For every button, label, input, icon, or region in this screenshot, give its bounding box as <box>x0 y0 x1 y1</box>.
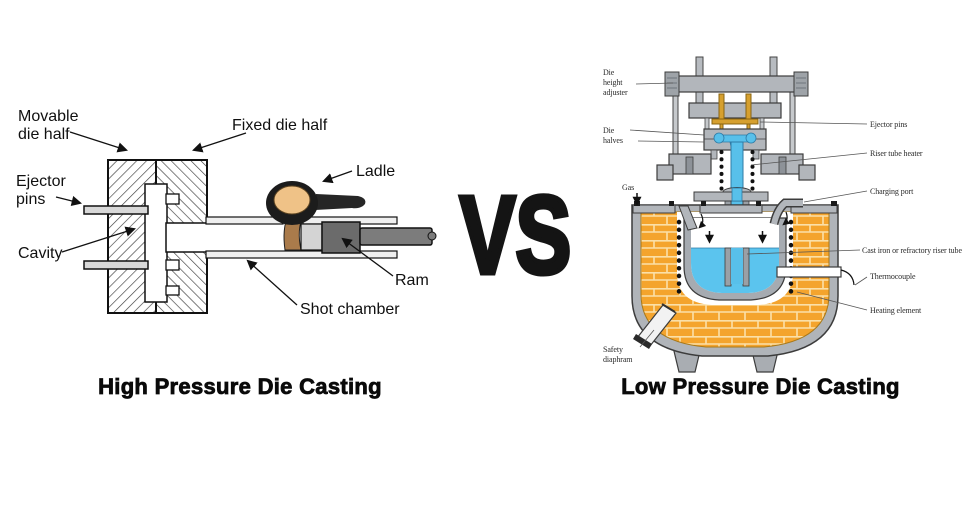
movable-die-half-label: die half <box>18 126 70 143</box>
ejector-pins-label: Ejector <box>16 173 66 190</box>
die-halves-label: Die <box>603 126 615 135</box>
plunger-tip <box>300 223 323 251</box>
flow-arrows <box>698 211 791 244</box>
ram <box>321 221 361 254</box>
die-height-adjuster-label: Die <box>603 68 615 77</box>
gas-label: Gas <box>622 183 634 192</box>
riser-tube-heater <box>719 150 755 198</box>
ladle-label: Ladle <box>356 163 395 180</box>
furnace <box>631 204 839 357</box>
cavity-label: Cavity <box>18 245 62 262</box>
charging-port <box>769 198 803 226</box>
leader-lines <box>629 82 868 348</box>
upper-platen <box>688 102 782 119</box>
cast-iron-riser-tube-label: Cast iron or refractory riser tube <box>862 246 962 255</box>
lpdc-caption: Low Pressure Die Casting <box>621 374 900 400</box>
hpdc-caption: High Pressure Die Casting <box>98 374 382 400</box>
safety-diaphragm-label: Safety <box>603 345 623 354</box>
die-halves-label: halves <box>603 136 623 145</box>
vs-label: VS <box>458 174 573 297</box>
fixed-die-half-label: Fixed die half <box>232 117 328 134</box>
ram-label: Ram <box>395 272 429 289</box>
movable-die-half-label: Movable <box>18 108 79 125</box>
heating-element-label: Heating element <box>870 306 922 315</box>
safety-diaphragm <box>633 303 677 349</box>
die-height-adjuster-label: adjuster <box>603 88 628 97</box>
furnace-lid <box>632 204 838 214</box>
die-cavity <box>144 183 209 303</box>
ram-rod <box>359 227 433 246</box>
press-frame <box>664 56 809 159</box>
lpdc-diagram: Die height adjuster Die halves Gas Eject… <box>603 56 963 373</box>
heating-element <box>676 219 794 301</box>
thermocouple-label: Thermocouple <box>870 272 916 281</box>
furnace-top-plate <box>693 187 769 202</box>
ladle-handle <box>315 194 366 210</box>
ladle <box>266 181 366 225</box>
ejector-pins <box>83 205 149 270</box>
ejector-pins-label: pins <box>16 191 45 208</box>
safety-diaphragm-label: diaphram <box>603 355 633 364</box>
vent-port <box>678 205 698 231</box>
rod-end <box>427 231 437 241</box>
die-height-adjuster-label: height <box>603 78 623 87</box>
die-height-adjuster-bar <box>676 75 797 93</box>
leader-lines <box>55 131 394 306</box>
riser-tube-heater-label: Riser tube heater <box>870 149 923 158</box>
thermocouple <box>776 266 855 286</box>
hpdc-diagram: Movable die half Fixed die half Ejector … <box>16 108 437 318</box>
side-clamps <box>656 153 816 181</box>
shot-chamber-label: Shot chamber <box>300 301 400 318</box>
ejector-pins-label: Ejector pins <box>870 120 907 129</box>
charging-port-label: Charging port <box>870 187 914 196</box>
